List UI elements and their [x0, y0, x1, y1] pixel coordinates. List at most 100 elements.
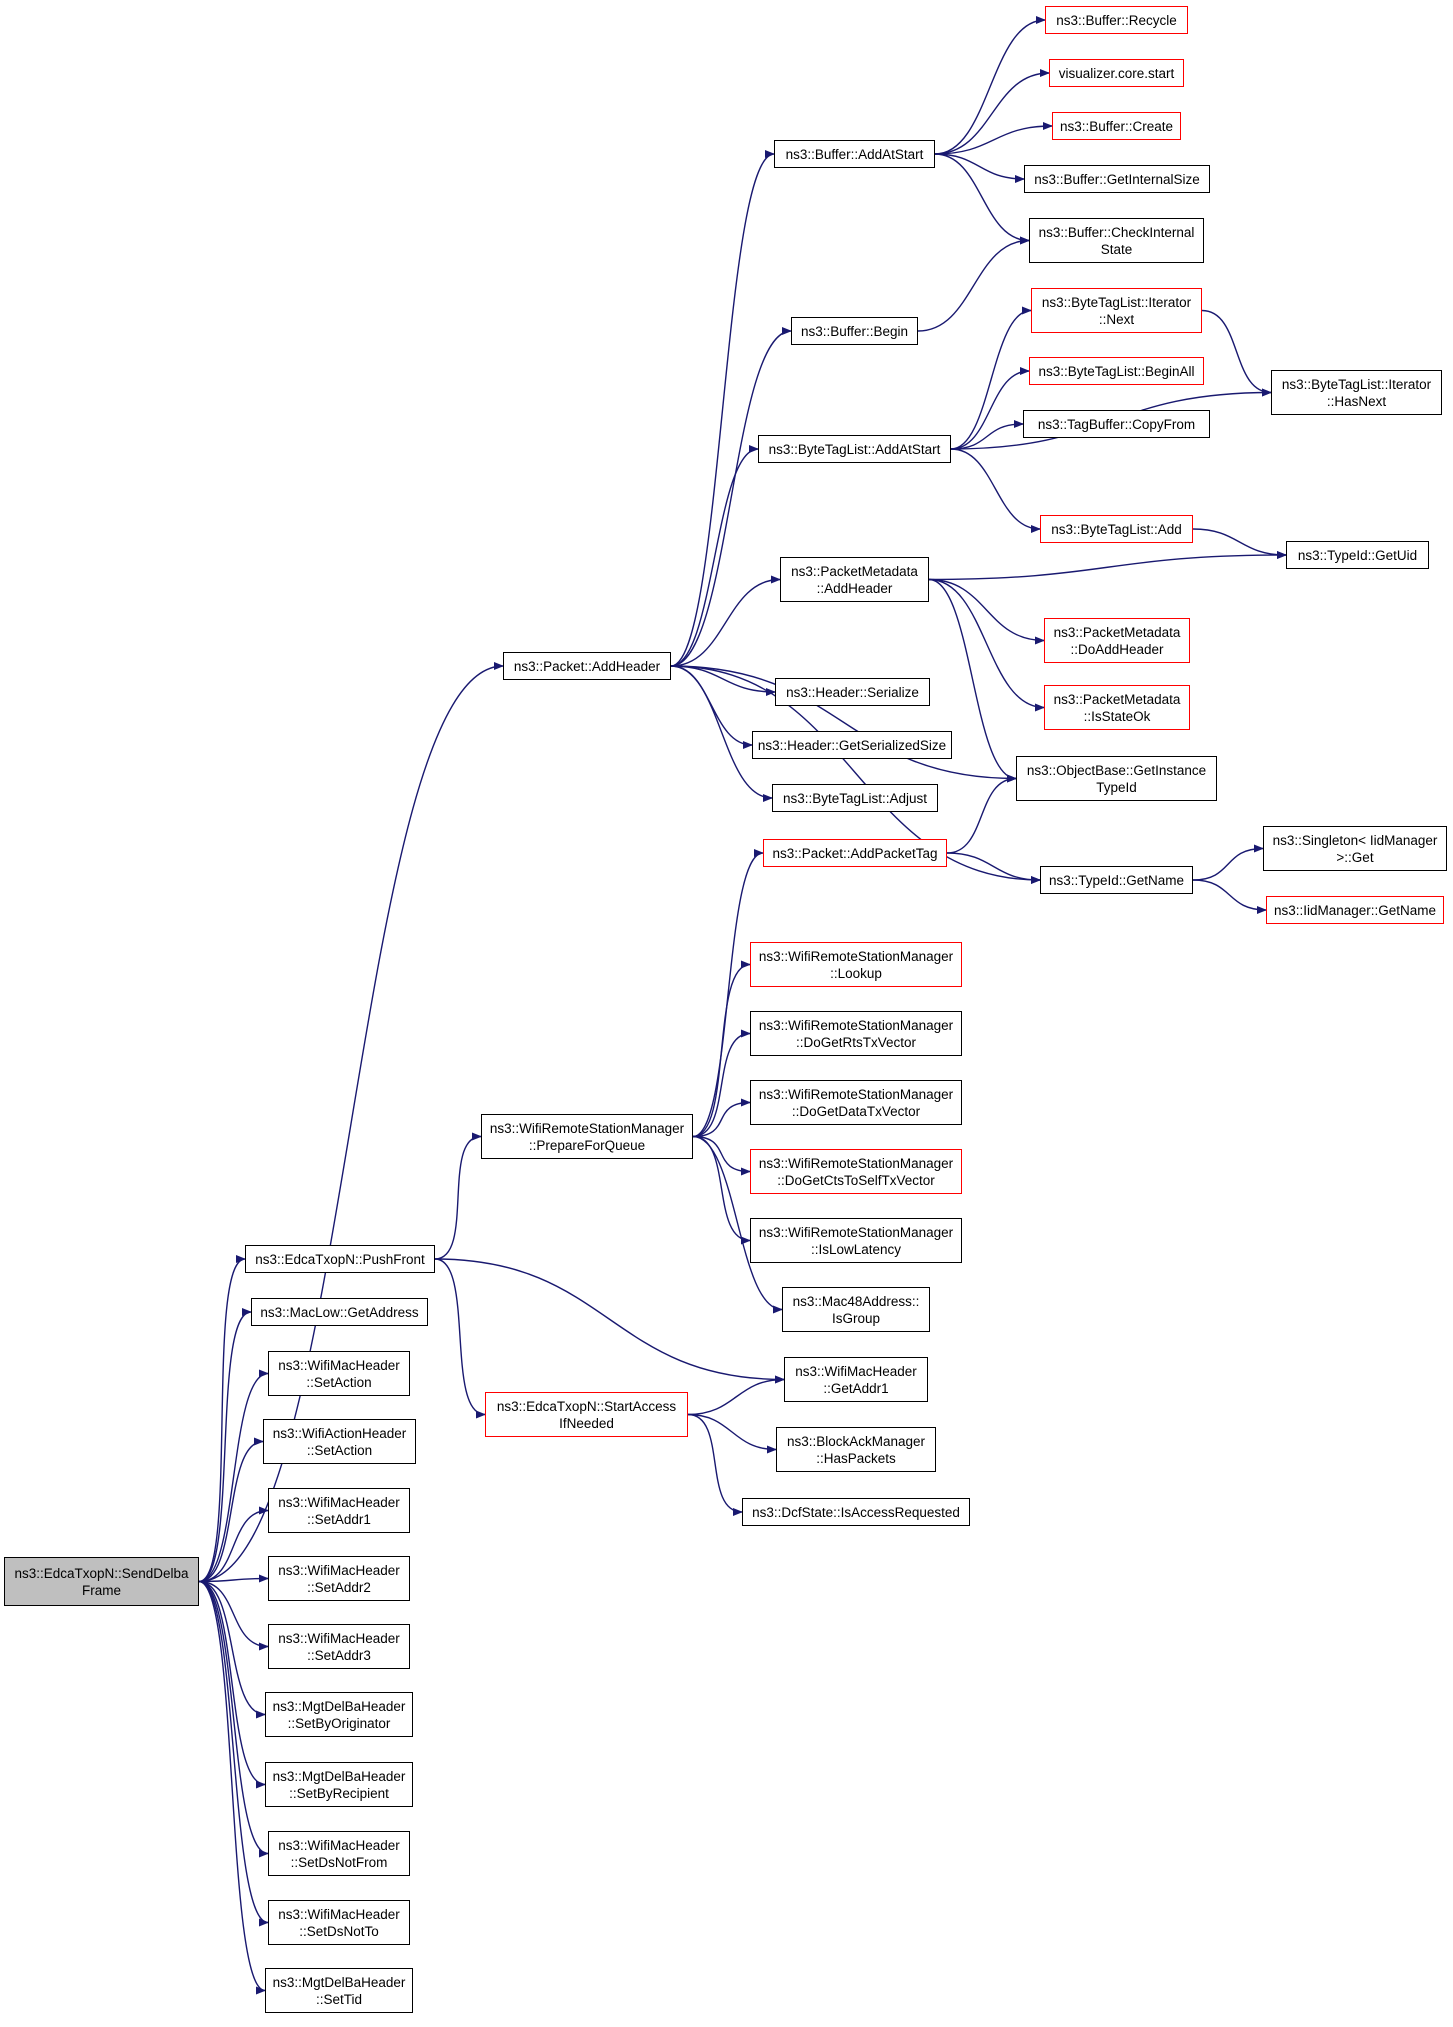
node-header-serialize[interactable]: ns3::Header::Serialize [775, 678, 930, 706]
node-btl-iter-next[interactable]: ns3::ByteTagList::Iterator ::Next [1031, 288, 1202, 333]
edge-send-delba-to-setdsnotto [198, 1580, 269, 1927]
node-pm-doaddheader[interactable]: ns3::PacketMetadata ::DoAddHeader [1044, 618, 1190, 663]
edge-send-delba-to-setbyrecipient [198, 1580, 266, 1789]
edge-buffer-addatstart-to-buffer-getinternalsize [934, 153, 1025, 183]
node-buffer-checkinternalstate[interactable]: ns3::Buffer::CheckInternal State [1029, 218, 1204, 263]
node-setdsnotto[interactable]: ns3::WifiMacHeader ::SetDsNotTo [268, 1900, 410, 1945]
node-setaddr1[interactable]: ns3::WifiMacHeader ::SetAddr1 [268, 1488, 410, 1533]
node-btl-adjust[interactable]: ns3::ByteTagList::Adjust [772, 784, 938, 812]
edge-wrsm-prepareforqueue-to-mac48-isgroup [692, 1135, 783, 1314]
node-setaddr2[interactable]: ns3::WifiMacHeader ::SetAddr2 [268, 1556, 410, 1601]
edge-push-front-to-edca-startaccess [434, 1258, 486, 1419]
node-buffer-addatstart[interactable]: ns3::Buffer::AddAtStart [774, 140, 935, 168]
edge-typeid-getname-to-iidmanager-getname [1192, 879, 1267, 914]
node-settid[interactable]: ns3::MgtDelBaHeader ::SetTid [265, 1968, 413, 2013]
node-buffer-getinternalsize[interactable]: ns3::Buffer::GetInternalSize [1024, 165, 1210, 193]
node-viz-start[interactable]: visualizer.core.start [1049, 59, 1184, 87]
edge-send-delba-to-setaddr2 [198, 1574, 269, 1583]
node-wah-setaction[interactable]: ns3::WifiActionHeader ::SetAction [263, 1419, 416, 1464]
edge-btl-addatstart-to-btl-add [950, 448, 1041, 533]
edge-pm-addheader-to-pm-doaddheader [928, 578, 1045, 645]
node-wrsm-dogetdatatxvector[interactable]: ns3::WifiRemoteStationManager ::DoGetDat… [750, 1080, 962, 1125]
node-pm-addheader[interactable]: ns3::PacketMetadata ::AddHeader [780, 557, 929, 602]
node-setbyrecipient[interactable]: ns3::MgtDelBaHeader ::SetByRecipient [265, 1762, 413, 1807]
edge-send-delba-to-wah-setaction [198, 1437, 264, 1583]
edge-push-front-to-wrsm-prepareforqueue [434, 1132, 482, 1260]
node-dcfstate-isaccessrequested[interactable]: ns3::DcfState::IsAccessRequested [742, 1498, 970, 1526]
node-setaddr3[interactable]: ns3::WifiMacHeader ::SetAddr3 [268, 1624, 410, 1669]
node-wrsm-lookup[interactable]: ns3::WifiRemoteStationManager ::Lookup [750, 942, 962, 987]
edge-add-header-to-pm-addheader [670, 575, 781, 667]
node-wmh-setaction[interactable]: ns3::WifiMacHeader ::SetAction [268, 1351, 410, 1396]
node-setdsnotfrom[interactable]: ns3::WifiMacHeader ::SetDsNotFrom [268, 1831, 410, 1876]
edge-wrsm-prepareforqueue-to-wrsm-lookup [692, 960, 751, 1138]
edge-wrsm-prepareforqueue-to-wrsm-dogetctstoselftxvector [692, 1135, 751, 1176]
node-buffer-begin[interactable]: ns3::Buffer::Begin [791, 317, 918, 345]
edge-wrsm-prepareforqueue-to-wrsm-dogetrtstxvector [692, 1029, 751, 1138]
edge-buffer-addatstart-to-buffer-create [934, 122, 1053, 155]
edge-send-delba-to-push-front [198, 1255, 246, 1583]
edge-add-header-to-buffer-addatstart [670, 150, 775, 667]
node-buffer-create[interactable]: ns3::Buffer::Create [1052, 112, 1181, 140]
node-wrsm-prepareforqueue[interactable]: ns3::WifiRemoteStationManager ::PrepareF… [481, 1114, 693, 1159]
node-typeid-getuid[interactable]: ns3::TypeId::GetUid [1286, 541, 1429, 569]
node-buffer-recycle[interactable]: ns3::Buffer::Recycle [1045, 6, 1188, 34]
edge-send-delba-to-setaddr1 [198, 1506, 269, 1583]
node-send-delba[interactable]: ns3::EdcaTxopN::SendDelba Frame [4, 1557, 199, 1606]
edge-buffer-addatstart-to-viz-start [934, 69, 1050, 155]
node-add-header[interactable]: ns3::Packet::AddHeader [503, 652, 671, 680]
edge-send-delba-to-setaddr3 [198, 1580, 269, 1651]
node-packet-addpackettag[interactable]: ns3::Packet::AddPacketTag [763, 839, 947, 867]
node-wrsm-islowlatency[interactable]: ns3::WifiRemoteStationManager ::IsLowLat… [750, 1218, 962, 1263]
edge-btl-addatstart-to-tagbuffer-copyfrom [950, 420, 1024, 450]
node-tagbuffer-copyfrom[interactable]: ns3::TagBuffer::CopyFrom [1023, 410, 1210, 438]
node-push-front[interactable]: ns3::EdcaTxopN::PushFront [245, 1245, 435, 1273]
node-setbyoriginator[interactable]: ns3::MgtDelBaHeader ::SetByOriginator [265, 1692, 413, 1737]
edge-add-header-to-buffer-begin [670, 327, 792, 667]
edge-pm-addheader-to-typeid-getuid [928, 551, 1287, 581]
edge-typeid-getname-to-singleton-get [1192, 844, 1264, 881]
node-btl-beginall[interactable]: ns3::ByteTagList::BeginAll [1029, 357, 1204, 385]
edge-packet-addpackettag-to-objectbase-gettypeid [946, 774, 1017, 854]
edge-buffer-addatstart-to-buffer-checkinternalstate [934, 153, 1030, 245]
edge-add-header-to-btl-addatstart [670, 445, 759, 667]
edge-send-delba-to-setdsnotfrom [198, 1580, 269, 1858]
node-mac48-isgroup[interactable]: ns3::Mac48Address:: IsGroup [782, 1287, 930, 1332]
node-btl-iter-hasnext[interactable]: ns3::ByteTagList::Iterator ::HasNext [1271, 370, 1442, 415]
edge-edca-startaccess-to-bam-haspackets [687, 1413, 777, 1454]
edge-btl-addatstart-to-btl-beginall [950, 367, 1030, 450]
edge-btl-addatstart-to-btl-iter-next [950, 306, 1032, 450]
node-typeid-getname[interactable]: ns3::TypeId::GetName [1040, 866, 1193, 894]
edge-send-delba-to-add-header [198, 662, 504, 1583]
node-objectbase-gettypeid[interactable]: ns3::ObjectBase::GetInstance TypeId [1016, 756, 1217, 801]
edge-send-delba-to-setbyoriginator [198, 1580, 266, 1719]
edge-buffer-begin-to-buffer-checkinternalstate [917, 236, 1030, 332]
edge-push-front-to-wmh-getaddr1 [434, 1258, 785, 1384]
edge-buffer-addatstart-to-buffer-recycle [934, 16, 1046, 155]
edge-pm-addheader-to-objectbase-gettypeid [928, 578, 1017, 783]
edge-btl-add-to-typeid-getuid [1192, 528, 1287, 559]
edge-edca-startaccess-to-wmh-getaddr1 [687, 1375, 785, 1416]
node-bam-haspackets[interactable]: ns3::BlockAckManager ::HasPackets [776, 1427, 936, 1472]
node-maclow-getaddress[interactable]: ns3::MacLow::GetAddress [251, 1298, 428, 1326]
edge-pm-addheader-to-pm-isstateok [928, 578, 1045, 712]
edge-send-delba-to-maclow-getaddress [198, 1308, 252, 1583]
node-header-getserializedsize[interactable]: ns3::Header::GetSerializedSize [752, 731, 952, 759]
node-edca-startaccess[interactable]: ns3::EdcaTxopN::StartAccess IfNeeded [485, 1392, 688, 1437]
edge-send-delba-to-wmh-setaction [198, 1369, 269, 1583]
edge-edca-startaccess-to-dcfstate-isaccessrequested [687, 1413, 743, 1516]
node-wrsm-dogetrtstxvector[interactable]: ns3::WifiRemoteStationManager ::DoGetRts… [750, 1011, 962, 1056]
node-singleton-get[interactable]: ns3::Singleton< IidManager >::Get [1263, 826, 1447, 871]
node-btl-add[interactable]: ns3::ByteTagList::Add [1040, 515, 1193, 543]
edge-add-header-to-objectbase-gettypeid [670, 665, 1017, 783]
node-iidmanager-getname[interactable]: ns3::IidManager::GetName [1266, 896, 1444, 924]
node-wmh-getaddr1[interactable]: ns3::WifiMacHeader ::GetAddr1 [784, 1357, 928, 1402]
edge-wrsm-prepareforqueue-to-wrsm-dogetdatatxvector [692, 1098, 751, 1138]
edge-wrsm-prepareforqueue-to-packet-addpackettag [692, 849, 764, 1138]
node-wrsm-dogetctstoselftxvector[interactable]: ns3::WifiRemoteStationManager ::DoGetCts… [750, 1149, 962, 1194]
edge-send-delba-to-settid [198, 1580, 266, 1995]
node-pm-isstateok[interactable]: ns3::PacketMetadata ::IsStateOk [1044, 685, 1190, 730]
node-btl-addatstart[interactable]: ns3::ByteTagList::AddAtStart [758, 435, 951, 463]
